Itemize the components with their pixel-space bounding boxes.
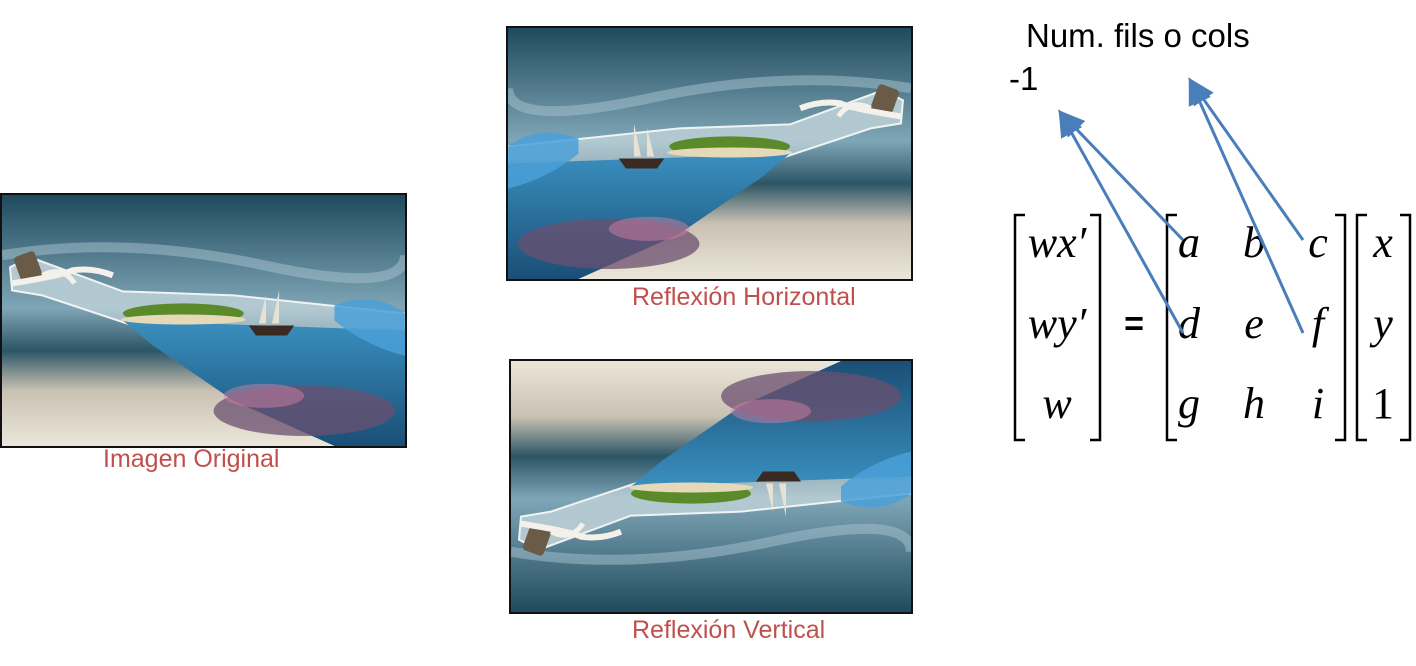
vector-left-bracket xyxy=(1355,213,1367,442)
vector-entry: x xyxy=(1372,218,1393,267)
lhs-right-bracket xyxy=(1090,213,1102,442)
matrix-entry: d xyxy=(1178,299,1201,348)
matrix-entry: i xyxy=(1312,379,1324,428)
transformation-equation: wx′ wy′ w a b c d e f g h i x y 1 = xyxy=(1013,213,1412,442)
matrix-left-bracket xyxy=(1165,213,1177,442)
matrix-entry: e xyxy=(1244,299,1264,348)
bottle-photo-icon xyxy=(2,195,405,446)
horizontal-reflection-image xyxy=(506,26,913,281)
label-num-fils-o-cols: Num. fils o cols xyxy=(1026,17,1250,54)
label-minus-one: -1 xyxy=(1009,60,1039,97)
matrix-right-bracket xyxy=(1335,213,1347,442)
lhs-entry: w xyxy=(1042,379,1072,428)
matrix-entry: c xyxy=(1308,218,1328,267)
lhs-entry: wy′ xyxy=(1028,299,1088,348)
matrix-entry: g xyxy=(1178,379,1200,428)
vector-right-bracket xyxy=(1400,213,1412,442)
vector-entry: y xyxy=(1369,299,1393,348)
vertical-reflection-image xyxy=(509,359,913,614)
equals-sign: = xyxy=(1124,305,1144,343)
caption-original: Imagen Original xyxy=(103,445,280,473)
matrix-entry: f xyxy=(1312,299,1330,348)
matrix-entry: b xyxy=(1243,218,1265,267)
caption-horizontal-reflection: Reflexión Horizontal xyxy=(632,283,856,311)
matrix-entry: a xyxy=(1178,218,1200,267)
lhs-left-bracket xyxy=(1013,213,1025,442)
bottle-photo-icon xyxy=(511,361,911,612)
original-image xyxy=(0,193,407,448)
matrix-entry: h xyxy=(1243,379,1265,428)
lhs-entry: wx′ xyxy=(1028,218,1088,267)
bottle-photo-icon xyxy=(508,28,911,279)
vector-entry: 1 xyxy=(1372,379,1394,428)
caption-vertical-reflection: Reflexión Vertical xyxy=(632,616,826,644)
